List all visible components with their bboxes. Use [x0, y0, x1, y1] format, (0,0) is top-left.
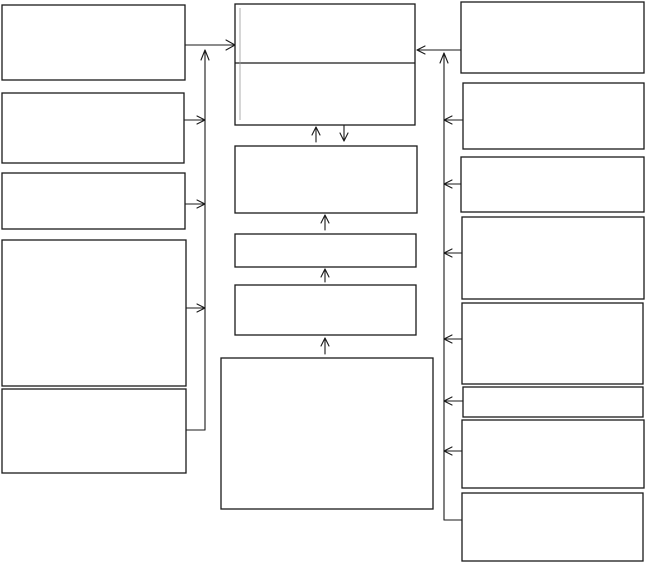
right-box-8 — [461, 492, 644, 562]
right-merge-arrowhead — [416, 45, 426, 55]
left-branch-arrowhead-3 — [196, 199, 206, 209]
right-branch-arrowhead-4 — [443, 248, 453, 258]
left-branch-arrowhead-4 — [196, 303, 206, 313]
right-trunk-arrowhead — [439, 52, 449, 64]
right-branch-arrowhead-5 — [443, 334, 453, 344]
right-branch-arrowhead-7 — [443, 446, 453, 456]
center-up-arrowhead-2 — [320, 214, 330, 224]
left-box-5 — [1, 388, 187, 474]
right-branch-arrowhead-2 — [443, 115, 453, 125]
center-box-4 — [234, 284, 417, 336]
center-up-arrowhead-4 — [320, 337, 330, 347]
center-column — [220, 3, 434, 510]
right-connectors — [416, 45, 464, 521]
right-branch-arrowhead-3 — [443, 179, 453, 189]
right-box-3 — [460, 156, 645, 213]
right-box-6 — [462, 386, 644, 418]
left-box-3 — [1, 172, 186, 230]
right-box-7 — [461, 419, 645, 489]
left-box-2 — [1, 92, 185, 164]
right-branch-arrowhead-6 — [443, 396, 453, 406]
right-column — [460, 1, 645, 562]
left-column — [1, 4, 187, 474]
right-box-5 — [461, 302, 644, 385]
right-box-1 — [460, 1, 645, 74]
left-connectors — [183, 39, 236, 431]
center-box-2 — [234, 145, 418, 214]
center-connectors — [311, 124, 349, 355]
center-up-arrowhead-1 — [311, 126, 321, 136]
right-box-2 — [462, 82, 645, 150]
right-box-4 — [461, 216, 645, 300]
center-box-top — [234, 3, 416, 126]
left-box-1 — [1, 4, 186, 81]
center-up-arrowhead-3 — [320, 268, 330, 278]
left-trunk-arrowhead — [200, 49, 210, 61]
left-box-4 — [1, 239, 187, 387]
left-branch-arrowhead-2 — [196, 115, 206, 125]
center-box-3 — [234, 233, 417, 268]
center-box-bottom — [220, 357, 434, 510]
center-down-arrowhead-1 — [339, 132, 349, 142]
